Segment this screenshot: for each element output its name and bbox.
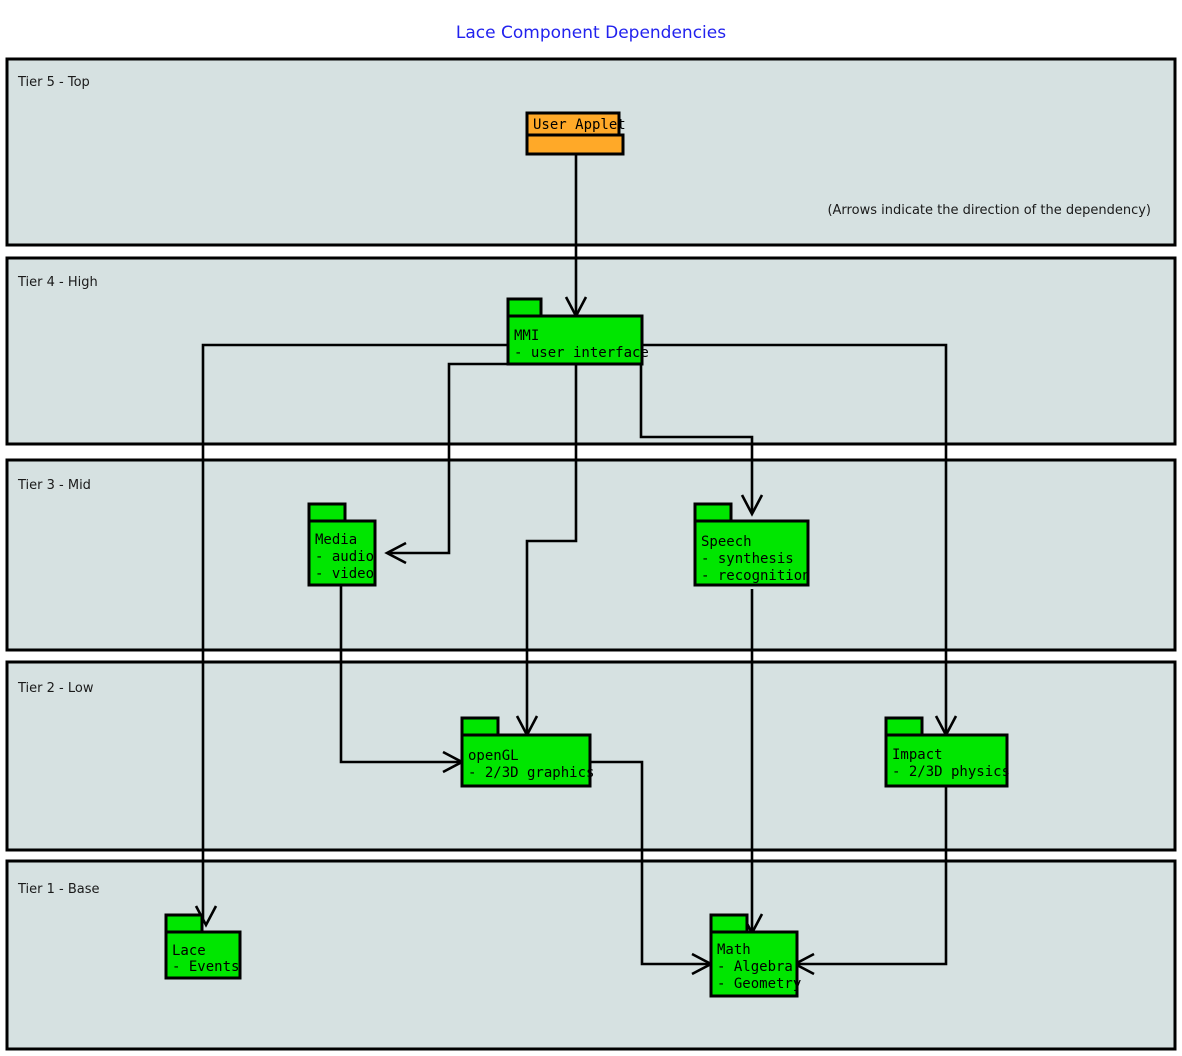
connector-media-to-opengl: [339, 585, 460, 764]
connector-opengl-to-math: [590, 760, 709, 966]
opengl-name: openGL: [468, 748, 519, 764]
connector-mmi-to-speech: [639, 364, 754, 512]
speech-detail-0: - synthesis: [701, 551, 794, 567]
connector-mmi-to-impact: [641, 343, 948, 733]
package-speech[interactable]: Speech - synthesis - recognition: [693, 502, 811, 587]
lace-detail-0: - Events: [172, 959, 239, 975]
dependency-connectors: [194, 153, 958, 976]
impact-detail-0: - 2/3D physics: [892, 764, 1010, 780]
lace-name: Lace: [172, 943, 206, 959]
package-lace[interactable]: Lace - Events: [164, 913, 242, 980]
media-name: Media: [315, 532, 357, 548]
media-detail-1: - video: [315, 566, 374, 582]
media-tab: [307, 502, 347, 524]
connector-impact-to-math: [798, 786, 948, 966]
package-user-applet[interactable]: User Applet: [525, 111, 626, 156]
arrow-direction-note: (Arrows indicate the direction of the de…: [827, 203, 1151, 218]
package-media[interactable]: Media - audio - video: [307, 502, 377, 587]
tier-3-mid: Tier 3 - Mid: [5, 458, 1177, 652]
tier-rect-3: [5, 458, 1177, 652]
mmi-tab: [506, 297, 543, 319]
math-name: Math: [717, 942, 751, 958]
page-title: Lace Component Dependencies: [456, 23, 726, 43]
speech-name: Speech: [701, 534, 752, 550]
opengl-detail-0: - 2/3D graphics: [468, 765, 594, 781]
speech-tab: [693, 502, 733, 524]
lace-body: [164, 930, 242, 980]
impact-name: Impact: [892, 747, 943, 763]
mmi-body: [506, 314, 644, 366]
speech-detail-1: - recognition: [701, 568, 811, 584]
speech-body: [693, 519, 810, 587]
user-applet-name: User Applet: [533, 117, 626, 133]
tier-label-2: Tier 2 - Low: [17, 681, 94, 696]
package-opengl[interactable]: openGL - 2/3D graphics: [460, 716, 594, 788]
media-detail-0: - audio: [315, 549, 374, 565]
package-mmi[interactable]: MMI - user interface: [506, 297, 649, 366]
connector-mmi-to-lace: [201, 343, 509, 923]
tier-label-3: Tier 3 - Mid: [17, 478, 91, 493]
package-impact[interactable]: Impact - 2/3D physics: [884, 716, 1010, 788]
math-detail-1: - Geometry: [717, 976, 801, 992]
math-detail-0: - Algebra: [717, 959, 793, 975]
math-body: [709, 930, 799, 998]
arrowhead-speech-top: [740, 494, 764, 517]
impact-body: [884, 733, 1009, 788]
connector-mmi-to-media: [390, 362, 509, 555]
lace-tab: [164, 913, 204, 935]
user-applet-body: [525, 133, 625, 156]
tier-label-1: Tier 1 - Base: [17, 882, 100, 897]
opengl-tab: [460, 716, 500, 738]
mmi-name: MMI: [514, 328, 539, 344]
impact-tab: [884, 716, 924, 738]
mmi-detail-0: - user interface: [514, 345, 649, 361]
math-tab: [709, 913, 749, 935]
tier-label-5: Tier 5 - Top: [17, 75, 90, 90]
tier-label-4: Tier 4 - High: [17, 275, 98, 290]
connector-mmi-to-opengl: [525, 364, 578, 733]
arrowhead-media-right: [384, 541, 407, 565]
media-body: [307, 519, 377, 587]
package-math[interactable]: Math - Algebra - Geometry: [709, 913, 801, 998]
arrowhead-lace-top: [194, 905, 218, 928]
opengl-body: [460, 733, 592, 788]
